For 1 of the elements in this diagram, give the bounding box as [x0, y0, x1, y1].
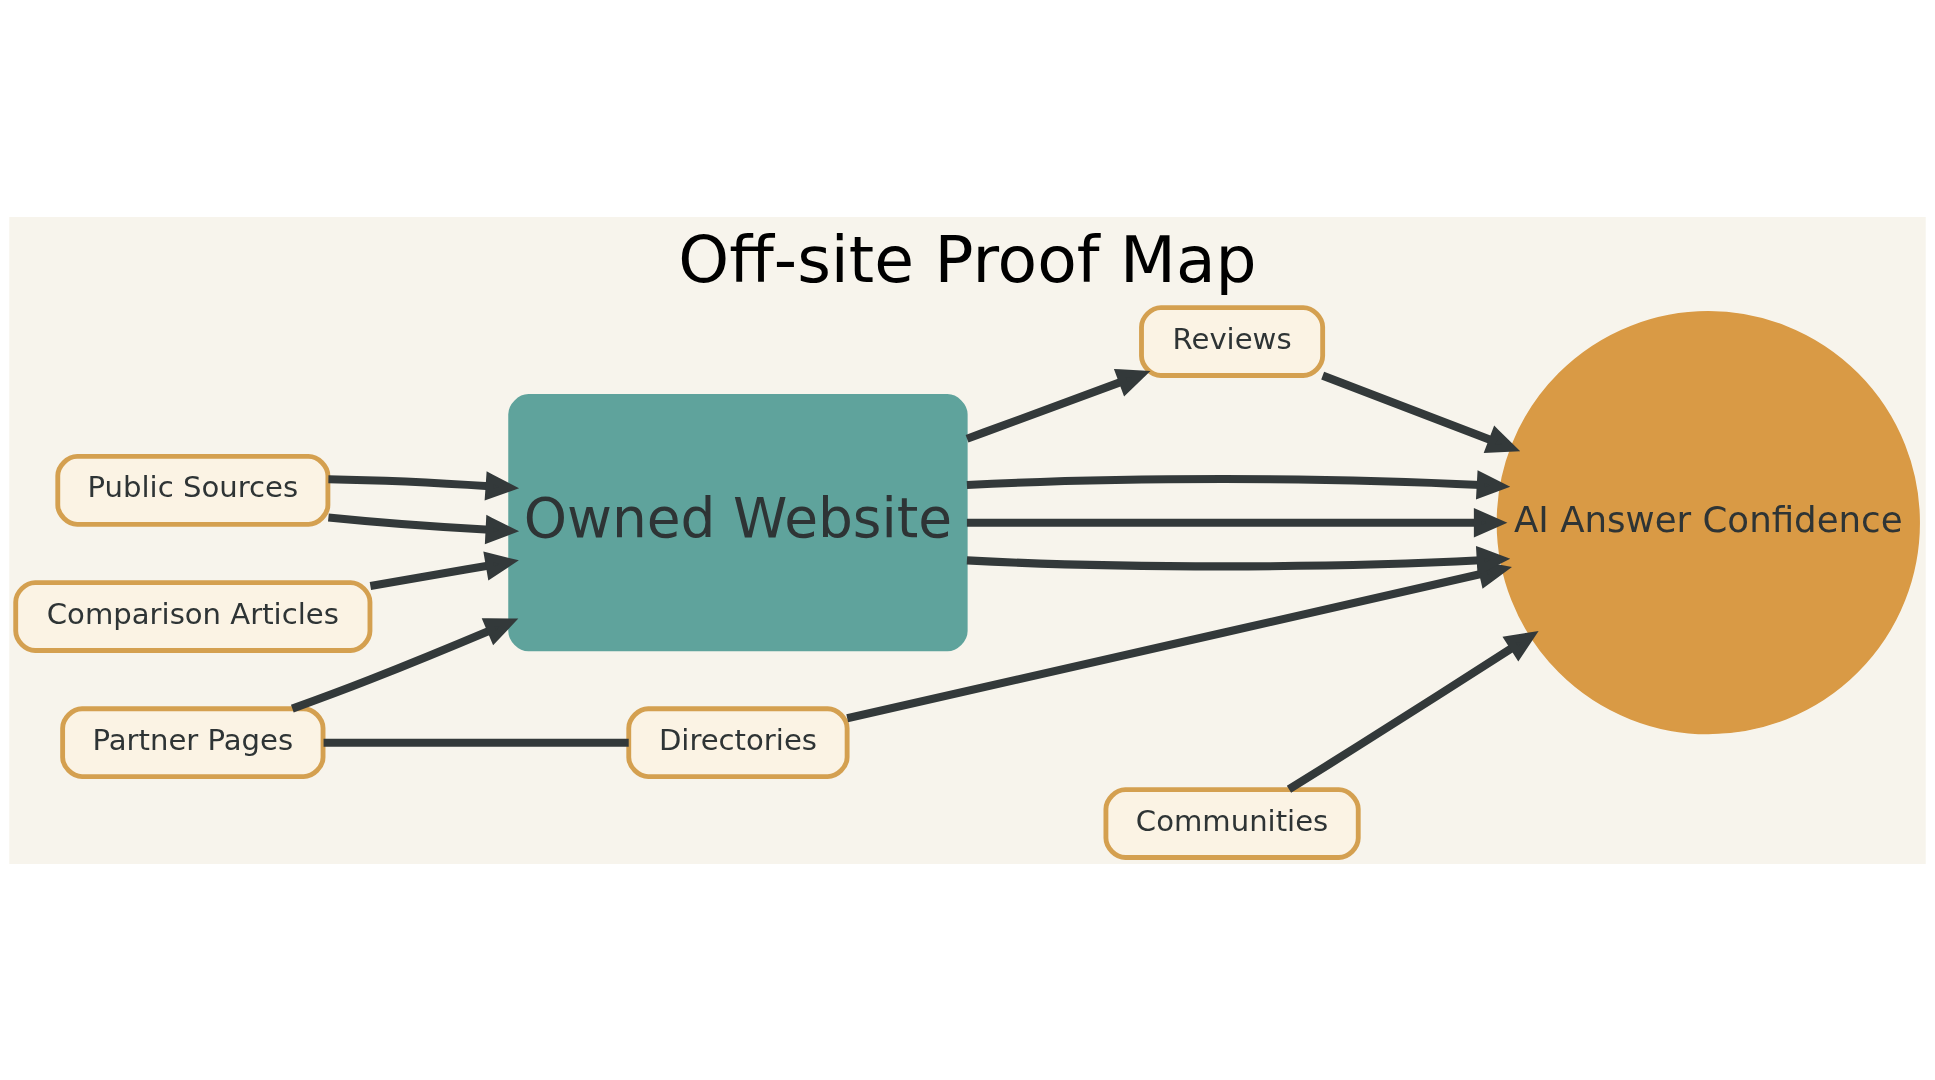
diagram-title: Off-site Proof Map	[678, 221, 1257, 297]
